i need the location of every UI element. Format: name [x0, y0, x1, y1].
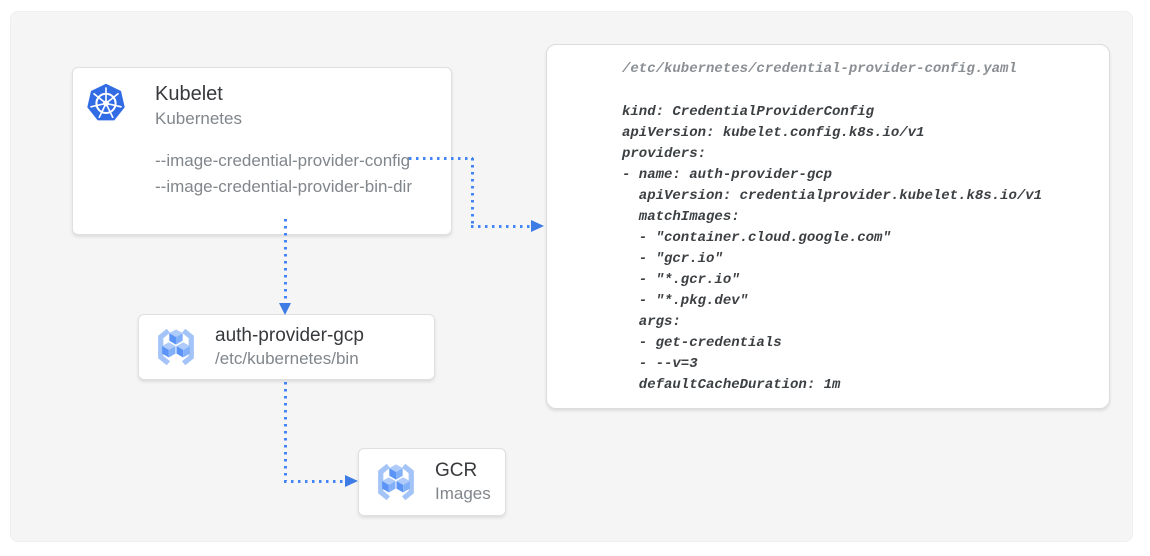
- config-yaml-line: kind: CredentialProviderConfig: [622, 104, 875, 120]
- connector-gcr-segment-v: [284, 382, 287, 481]
- arrowhead-to-gcr-icon: [345, 475, 358, 487]
- config-file-panel: /etc/kubernetes/credential-provider-conf…: [546, 44, 1110, 409]
- config-yaml-line: matchImages:: [622, 209, 740, 225]
- arrowhead-to-auth-icon: [279, 303, 291, 315]
- kubelet-title: Kubelet: [155, 83, 223, 105]
- connector-config-segment-h1: [409, 157, 473, 160]
- config-yaml-line: - "container.cloud.google.com": [622, 230, 891, 246]
- config-yaml-line: apiVersion: credentialprovider.kubelet.k…: [622, 188, 1043, 204]
- kubelet-flag: --image-credential-provider-config: [155, 151, 411, 170]
- gcr-title: GCR: [435, 460, 478, 481]
- diagram-canvas: Kubelet Kubernetes --image-credential-pr…: [10, 11, 1133, 542]
- config-yaml-line: - name: auth-provider-gcp: [622, 167, 833, 183]
- gcr-text: GCR Images: [435, 459, 491, 505]
- container-registry-icon: [373, 461, 419, 503]
- kubelet-flags: --image-credential-provider-config --imag…: [155, 148, 412, 200]
- arrowhead-to-config-icon: [531, 220, 544, 232]
- config-yaml-line: - "*.gcr.io": [622, 272, 740, 288]
- gcr-subtitle: Images: [435, 484, 491, 503]
- config-yaml-code: kind: CredentialProviderConfig apiVersion…: [622, 102, 1042, 396]
- auth-provider-title: auth-provider-gcp: [215, 325, 364, 346]
- kubernetes-icon: [87, 83, 125, 121]
- config-yaml-line: - --v=3: [622, 356, 698, 372]
- config-yaml-line: args:: [622, 314, 681, 330]
- connector-config-segment-h2: [471, 225, 531, 228]
- node-gcr: GCR Images: [358, 448, 506, 516]
- config-filename: /etc/kubernetes/credential-provider-conf…: [622, 61, 1017, 77]
- config-yaml-line: - "gcr.io": [622, 251, 723, 267]
- config-yaml-line: - get-credentials: [622, 335, 782, 351]
- config-yaml-line: apiVersion: kubelet.config.k8s.io/v1: [622, 125, 925, 141]
- auth-provider-text: auth-provider-gcp /etc/kubernetes/bin: [215, 324, 364, 370]
- kubelet-flag: --image-credential-provider-bin-dir: [155, 177, 412, 196]
- connector-auth-segment-v: [284, 219, 287, 304]
- container-registry-icon: [153, 326, 199, 368]
- connector-config-segment-v: [471, 158, 474, 227]
- auth-provider-subtitle: /etc/kubernetes/bin: [215, 349, 359, 368]
- config-yaml-line: - "*.pkg.dev": [622, 293, 749, 309]
- config-yaml-line: defaultCacheDuration: 1m: [622, 377, 841, 393]
- config-yaml-line: providers:: [622, 146, 707, 162]
- node-auth-provider-gcp: auth-provider-gcp /etc/kubernetes/bin: [138, 314, 435, 380]
- node-kubelet: Kubelet Kubernetes --image-credential-pr…: [72, 67, 452, 235]
- kubelet-text: Kubelet Kubernetes: [155, 81, 242, 131]
- kubelet-subtitle: Kubernetes: [155, 109, 242, 128]
- connector-gcr-segment-h: [284, 480, 346, 483]
